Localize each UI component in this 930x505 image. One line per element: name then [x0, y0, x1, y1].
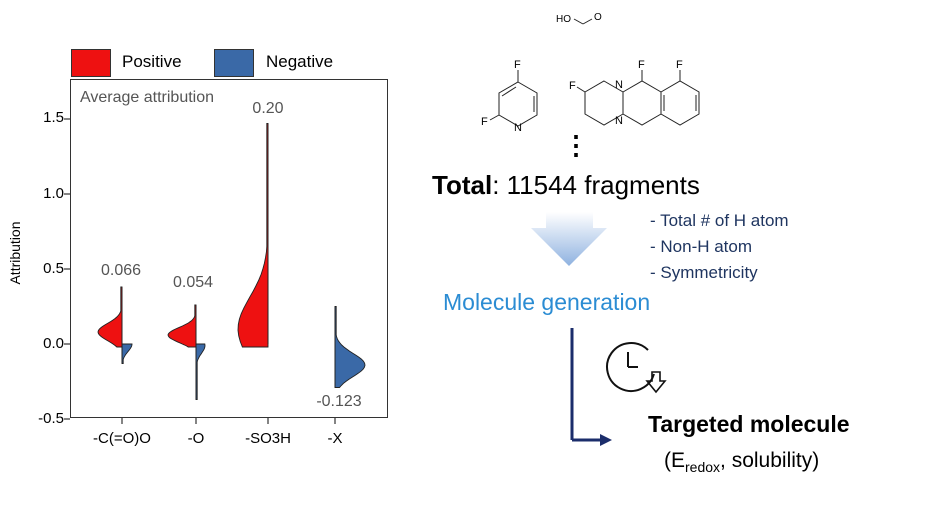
- molecule-atom-label: N: [615, 115, 623, 127]
- violin-positive: [167, 304, 197, 348]
- y-tick-label: 1.5: [43, 109, 64, 126]
- props-sub: redox: [685, 459, 721, 476]
- molecule-atom-label: N: [514, 122, 522, 134]
- criteria-item: - Total # of H atom: [650, 211, 789, 230]
- legend-negative-swatch: [214, 49, 254, 77]
- formic-acid-structure: [573, 18, 593, 25]
- criteria-item: - Symmetricity: [650, 263, 758, 282]
- axis-tick-marks: [64, 118, 336, 424]
- x-tick-label: -SO3H: [245, 430, 291, 447]
- y-tick-label: 0.5: [43, 260, 64, 277]
- avg-label: 0.20: [252, 100, 284, 117]
- flow-arrow-head: [600, 434, 612, 446]
- difluoropyridine-structure: [489, 70, 538, 127]
- x-tick-label: -O: [187, 430, 205, 447]
- total-value: : 11544 fragments: [492, 170, 700, 200]
- avg-label: -0.123: [316, 393, 362, 410]
- molecule-atom-label: F: [676, 59, 683, 71]
- molecule-atom-label: N: [615, 79, 623, 91]
- y-tick-label: 1.0: [43, 185, 64, 202]
- legend-positive-label: Positive: [122, 52, 182, 71]
- violin-layer: [97, 123, 366, 400]
- plot-frame: [70, 79, 388, 418]
- violin-positive: [97, 286, 123, 348]
- violin-negative: [121, 343, 133, 364]
- x-tick-label: -C(=O)O: [93, 430, 151, 447]
- legend-positive-swatch: [71, 49, 111, 77]
- molecule-atom-label: HO: [556, 14, 571, 25]
- flow-arrow: [570, 328, 600, 442]
- fluoro-quinoxaline-structure: [576, 70, 700, 126]
- total-fragments: Total: 11544 fragments: [432, 170, 700, 201]
- y-tick-label: 0.0: [43, 335, 64, 352]
- molecule-atom-label: O: [594, 12, 602, 23]
- molecule-generation-label: Molecule generation: [443, 289, 651, 315]
- violin-negative: [195, 343, 206, 400]
- plot-inner-title: Average attribution: [80, 89, 215, 106]
- x-tick-label: -X: [327, 430, 343, 447]
- molecule-atom-label: F: [638, 59, 645, 71]
- criteria-item: - Non-H atom: [650, 237, 753, 256]
- molecule-atom-label: F: [569, 80, 576, 92]
- targeted-molecule-label: Targeted molecule: [648, 411, 850, 437]
- molecule-atom-label: F: [514, 59, 521, 71]
- violin-negative: [334, 306, 366, 388]
- clock-icon: [606, 342, 667, 394]
- total-label: Total: [432, 170, 493, 200]
- props-open: (E: [664, 449, 685, 472]
- legend-negative-label: Negative: [266, 52, 334, 71]
- down-arrow-gradient: [531, 212, 607, 266]
- y-tick-label: -0.5: [38, 410, 64, 427]
- violin-positive: [237, 123, 269, 348]
- molecule-atom-label: F: [481, 116, 488, 128]
- avg-label: 0.066: [100, 262, 142, 279]
- targeted-properties: (Eredox, solubility): [664, 449, 819, 475]
- ellipsis: ⋮: [563, 130, 589, 160]
- props-rest: , solubility): [720, 449, 820, 472]
- avg-label: 0.054: [172, 274, 214, 291]
